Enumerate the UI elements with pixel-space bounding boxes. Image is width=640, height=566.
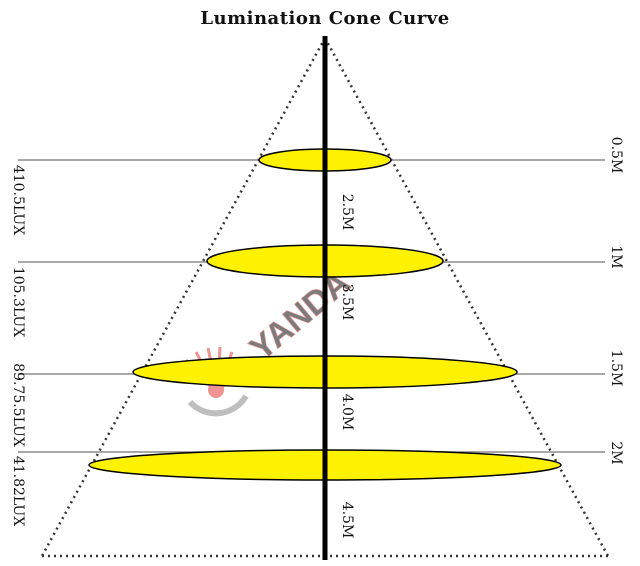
distance-label: 2M — [608, 441, 624, 464]
diameter-label: 4.5M — [339, 502, 355, 539]
illuminance-label: 105.3LUX — [10, 267, 26, 337]
distance-label: 1.5M — [608, 350, 624, 387]
cone-right-edge — [323, 37, 610, 557]
watermark: YANDA — [184, 263, 358, 417]
distance-label: 0.5M — [608, 137, 624, 174]
labels-layer: 0.5M 2.5M 410.5LUX 1M 3.5M 105.3LUX 1.5M 4.0M 89… — [10, 137, 624, 539]
diagram-title: Lumination Cone Curve — [200, 8, 449, 29]
illuminance-label: 89.75.5LUX — [10, 363, 26, 447]
diameter-label: 2.5M — [339, 194, 355, 231]
illuminance-label: 410.5LUX — [10, 165, 26, 235]
illuminance-label: 41.82LUX — [10, 456, 26, 526]
diameter-label: 4.0M — [339, 394, 355, 431]
distance-label: 1M — [608, 245, 624, 268]
cone-left-edge — [40, 37, 327, 557]
diameter-label: 3.5M — [339, 284, 355, 321]
